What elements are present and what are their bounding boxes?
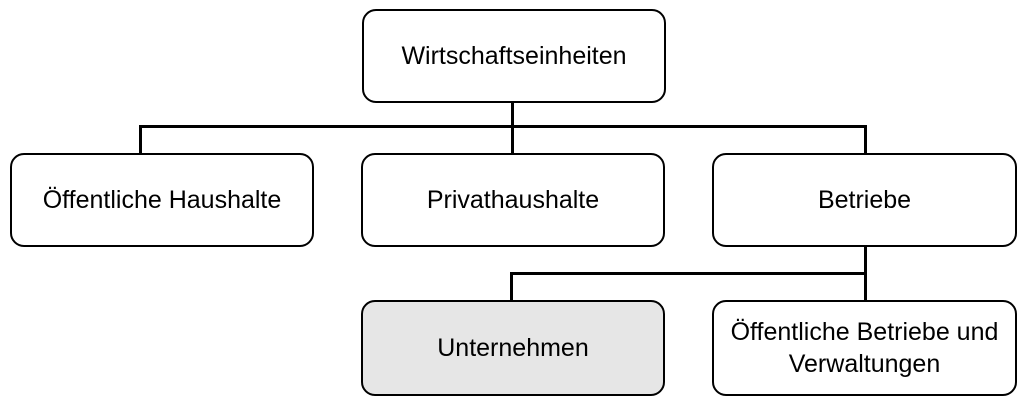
node-privathaushalte: Privathaushalte [361, 153, 665, 247]
node-label: Öffentliche Haushalte [42, 185, 282, 214]
node-wirtschaftseinheiten: Wirtschaftseinheiten [362, 9, 666, 103]
node-oeffentliche-haushalte: Öffentliche Haushalte [10, 153, 314, 247]
node-unternehmen: Unternehmen [361, 300, 665, 396]
connector-root-down [511, 103, 514, 127]
node-label: Unternehmen [437, 333, 589, 362]
connector-to-betriebe [864, 126, 867, 153]
node-label: Öffentliche Betriebe und Verwaltungen [730, 317, 999, 379]
node-label: Betriebe [817, 185, 912, 214]
node-label: Wirtschaftseinheiten [401, 41, 627, 70]
node-betriebe: Betriebe [712, 153, 1017, 247]
connector-to-private-households [511, 126, 514, 153]
connector-level2-horizontal [510, 272, 867, 275]
connector-level1-horizontal [139, 125, 867, 128]
connector-to-unternehmen [510, 273, 513, 300]
connector-to-public-households [139, 126, 142, 153]
node-label: Privathaushalte [426, 185, 600, 214]
node-oeffentliche-betriebe-und-verwaltungen: Öffentliche Betriebe und Verwaltungen [712, 300, 1017, 396]
